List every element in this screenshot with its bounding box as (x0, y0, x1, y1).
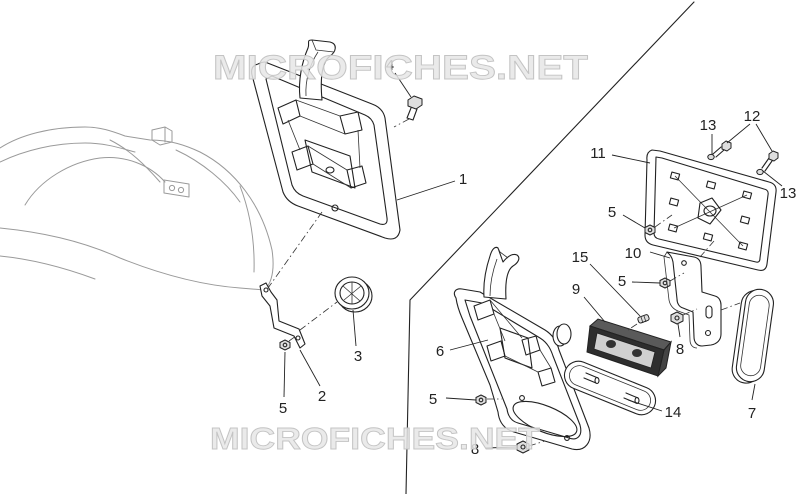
part-bracket-2 (259, 282, 306, 349)
callout-2: 2 (318, 388, 326, 405)
callout-15: 15 (572, 249, 589, 266)
callout-9: 9 (572, 281, 580, 298)
callout-13: 13 (700, 117, 717, 134)
callout-4: 4 (386, 57, 394, 74)
callout-3: 3 (354, 348, 362, 365)
callout-6: 6 (436, 343, 444, 360)
part-cap-3 (334, 276, 373, 313)
part-bracket-10 (663, 251, 722, 349)
part-screw-4 (406, 95, 423, 121)
rear-fender-outline (0, 126, 274, 291)
part-tail-light-9 (586, 318, 672, 378)
callout-7: 7 (748, 405, 756, 422)
callout-14: 14 (665, 404, 682, 421)
callout-1: 1 (459, 171, 467, 188)
part-nut-8-lower (516, 440, 530, 454)
callout-10: 10 (625, 245, 642, 262)
part-washer-13-left (707, 153, 715, 161)
callout-5: 5 (279, 400, 287, 417)
part-nut-8-right (670, 311, 684, 325)
part-nut-5-upper (644, 224, 656, 236)
watermark-bottom: MICROFICHES.NET (210, 421, 540, 456)
callout-5: 5 (429, 391, 437, 408)
part-nut-5-middle (659, 277, 671, 289)
callout-12: 12 (744, 108, 761, 125)
callout-labels: 1 4 2 3 5 11 13 12 13 5 10 5 15 9 8 6 7 … (279, 57, 797, 458)
callout-8: 8 (471, 441, 479, 458)
watermark-top: MICROFICHES.NET (213, 49, 588, 87)
callout-13: 13 (780, 185, 797, 202)
callout-8: 8 (676, 341, 684, 358)
callout-11: 11 (590, 145, 606, 162)
part-plate-bracket-11 (644, 149, 777, 271)
part-nut-5-lower (475, 394, 487, 406)
part-nut-5-left (279, 339, 291, 351)
part-bolt-12-right (761, 150, 779, 172)
assembly-lines-left (267, 118, 410, 342)
part-license-plate-holder-front (453, 246, 591, 451)
leader-lines (283, 72, 783, 449)
callout-5: 5 (608, 204, 616, 221)
part-bolt-12-left (712, 140, 732, 158)
part-reflector-lens-7 (731, 288, 775, 384)
part-screw-15 (637, 314, 650, 324)
part-license-plate-holder-rear (251, 39, 401, 240)
section-divider-line (405, 1, 695, 494)
part-washer-13-right (756, 168, 764, 176)
callout-5: 5 (618, 273, 626, 290)
assembly-lines-right (487, 214, 741, 447)
